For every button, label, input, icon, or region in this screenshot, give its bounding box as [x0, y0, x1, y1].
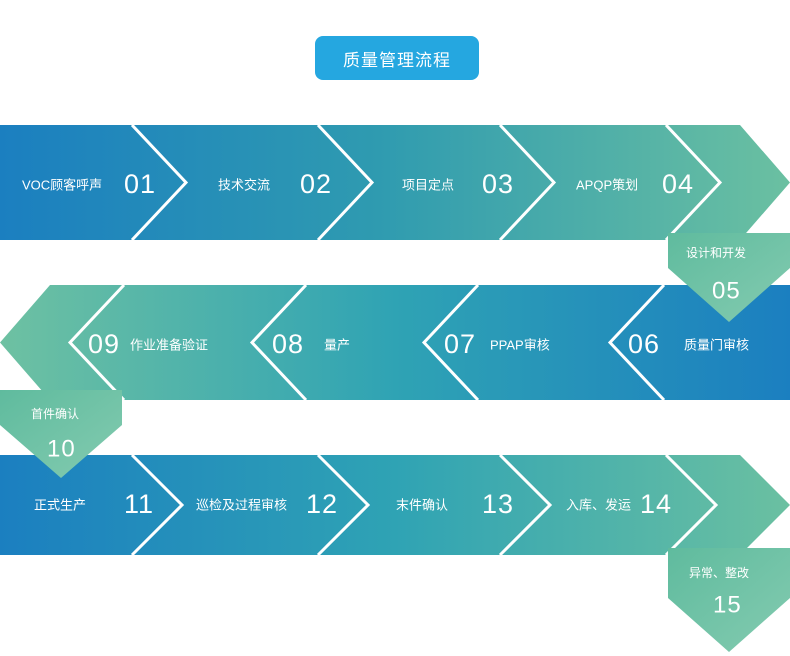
row-1-separator-3 — [498, 123, 557, 242]
connector-10-shape — [0, 390, 122, 478]
connector-10-number: 10 — [47, 435, 76, 462]
connector-05-label: 设计和开发 — [686, 245, 746, 260]
row-1-separator-4 — [664, 123, 723, 242]
step-number-06: 06 — [628, 329, 660, 359]
connector-05-shape — [668, 233, 790, 322]
row-2-separator-3 — [421, 283, 480, 402]
step-label-02: 技术交流 — [218, 177, 270, 192]
page-title-text: 质量管理流程 — [343, 50, 451, 70]
connector-right-top: 设计和开发 05 — [668, 233, 790, 322]
step-label-06: 质量门审核 — [684, 337, 749, 352]
step-number-08: 08 — [272, 329, 304, 359]
step-number-03: 03 — [482, 169, 514, 199]
step-number-04: 04 — [662, 169, 694, 199]
step-label-08: 量产 — [324, 337, 350, 352]
row-3-band — [0, 455, 790, 555]
step-label-03: 项目定点 — [402, 177, 454, 192]
row-1: VOC顾客呼声 01 技术交流 02 项目定点 03 APQP策划 04 — [0, 123, 790, 242]
step-number-14: 14 — [640, 489, 672, 519]
connector-15-shape — [668, 548, 790, 652]
step-label-13: 末件确认 — [396, 497, 448, 512]
step-number-07: 07 — [444, 329, 476, 359]
row-1-band — [0, 125, 790, 240]
connector-10-label: 首件确认 — [31, 407, 79, 421]
connector-right-bottom: 异常、整改 15 — [668, 548, 790, 652]
row-3-separator-4 — [664, 453, 719, 557]
row-1-separator-2 — [316, 123, 375, 242]
step-number-09: 09 — [88, 329, 120, 359]
connector-left-middle: 首件确认 10 — [0, 390, 122, 478]
row-1-separator-1 — [130, 123, 189, 242]
row-2-separator-1 — [67, 283, 126, 402]
connector-05-number: 05 — [712, 277, 741, 304]
step-number-12: 12 — [306, 489, 338, 519]
connector-15-label: 异常、整改 — [689, 565, 749, 580]
step-number-11: 11 — [124, 489, 154, 519]
step-number-02: 02 — [300, 169, 332, 199]
row-2-separator-4 — [607, 283, 666, 402]
step-label-07: PPAP审核 — [490, 337, 550, 352]
row-2: 06 质量门审核 07 PPAP审核 08 量产 09 作业准备验证 — [0, 283, 790, 402]
connector-15-number: 15 — [713, 591, 742, 618]
step-label-04: APQP策划 — [576, 177, 638, 192]
step-label-12: 巡检及过程审核 — [196, 497, 287, 512]
row-2-band — [0, 285, 790, 400]
row-3: 正式生产 11 巡检及过程审核 12 末件确认 13 入库、发运 14 — [0, 453, 790, 557]
step-label-14: 入库、发运 — [566, 497, 631, 512]
step-number-01: 01 — [124, 169, 156, 199]
row-3-separator-2 — [316, 453, 371, 557]
row-2-separator-2 — [249, 283, 308, 402]
row-3-separator-3 — [498, 453, 553, 557]
row-3-separator-1 — [130, 453, 185, 557]
step-number-13: 13 — [482, 489, 514, 519]
page-title: 质量管理流程 — [315, 36, 479, 80]
step-label-01: VOC顾客呼声 — [22, 177, 102, 192]
step-label-09: 作业准备验证 — [130, 337, 208, 352]
step-label-11: 正式生产 — [34, 497, 86, 512]
